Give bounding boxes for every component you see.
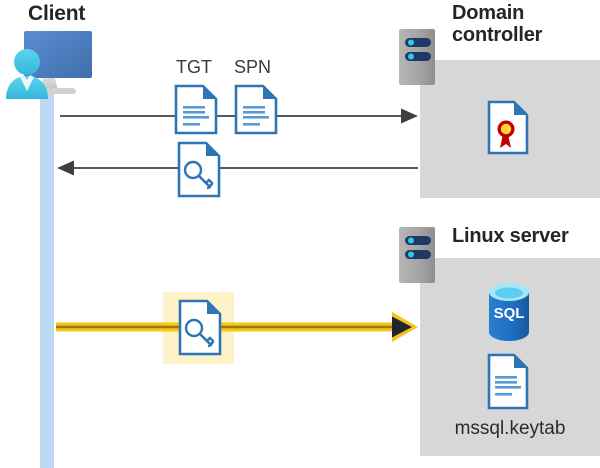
linux-server-title: Linux server: [452, 225, 569, 247]
arrow-client-to-domain-controller: [60, 108, 418, 124]
tgt-document-icon: [174, 84, 218, 135]
arrow-domain-controller-to-client: [57, 160, 418, 176]
domain-controller-title: Domain controller: [452, 2, 592, 47]
user-computer-icon: [6, 31, 92, 99]
keytab-document-icon: [487, 353, 529, 410]
server-rack-icon-domain-controller: [399, 29, 435, 85]
sql-label: SQL: [494, 305, 525, 322]
client-title: Client: [28, 2, 86, 25]
server-rack-icon-linux-server: [399, 227, 435, 283]
tgt-label: TGT: [176, 57, 212, 77]
arrow-client-to-linux-server: [56, 312, 418, 342]
spn-label: SPN: [234, 57, 272, 77]
certificate-document-icon: [487, 100, 529, 155]
domain-controller-title-line1: Domain: [452, 2, 525, 24]
sql-database-icon: SQL: [489, 283, 529, 341]
client-lifeline: [40, 92, 54, 468]
domain-controller-title-line2: controller: [452, 24, 543, 47]
spn-document-icon: [234, 84, 278, 135]
key-document-icon-ticket: [178, 299, 222, 356]
keytab-file-label: mssql.keytab: [454, 418, 566, 439]
key-document-icon-response: [177, 141, 221, 198]
